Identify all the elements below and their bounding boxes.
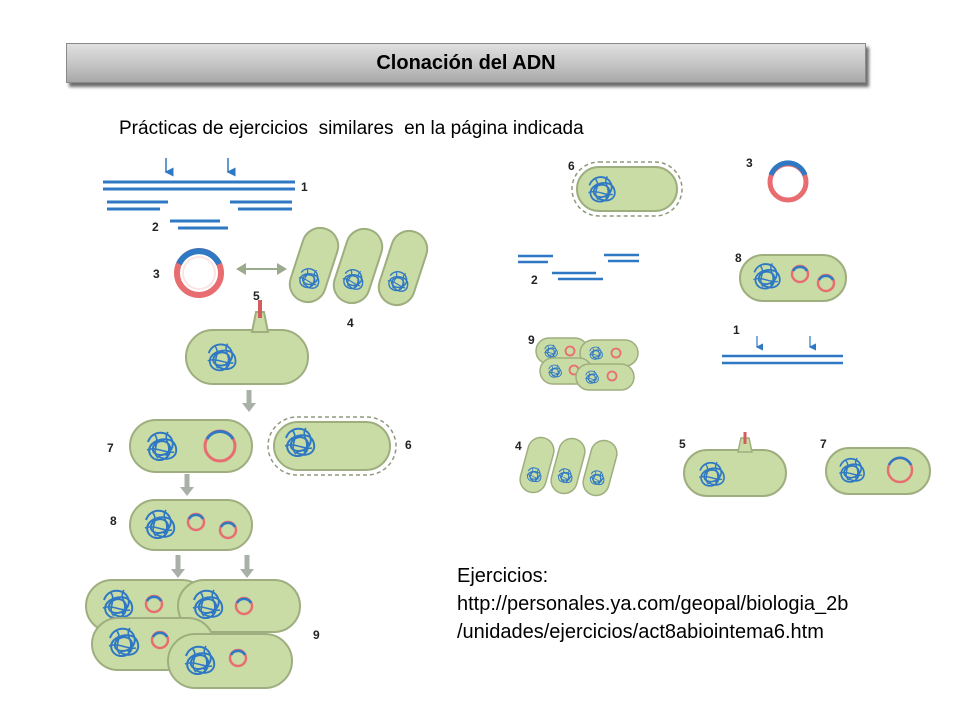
dna-fragments-2 [107, 200, 292, 230]
left-diagram: 1 2 3 4 5 6 7 8 9 [85, 158, 429, 689]
right-panel: 6 3 2 8 9 1 4 5 7 [515, 156, 931, 497]
dna-strand-1 [103, 158, 295, 191]
left-label-8: 8 [110, 514, 117, 528]
cell-5 [185, 300, 309, 385]
left-label-7: 7 [107, 441, 114, 455]
cell-6 [267, 416, 397, 476]
right-cell-6 [571, 161, 683, 217]
left-label-4: 4 [347, 316, 354, 330]
right-label-5: 5 [679, 437, 686, 451]
right-label-8: 8 [735, 251, 742, 265]
title-bar: Clonación del ADN [66, 43, 866, 83]
left-label-2: 2 [152, 220, 159, 234]
right-cells-4 [519, 436, 618, 497]
right-label-1: 1 [733, 323, 740, 337]
cell-7 [129, 419, 253, 473]
right-label-7: 7 [820, 437, 827, 451]
right-label-6: 6 [568, 159, 575, 173]
exercises-url-line2[interactable]: /unidades/ejercicios/act8abiointema6.htm [457, 621, 824, 643]
right-label-4: 4 [515, 439, 522, 453]
subtitle: Prácticas de ejercicios similares en la … [119, 118, 584, 139]
cells-4 [288, 226, 429, 307]
left-label-1: 1 [301, 180, 308, 194]
plasmid-3 [174, 248, 224, 298]
left-label-3: 3 [153, 267, 160, 281]
exercises-block: Ejercicios: http://personales.ya.com/geo… [457, 562, 848, 646]
right-fragments-2 [518, 253, 639, 281]
left-label-9: 9 [313, 628, 320, 642]
left-label-6: 6 [405, 438, 412, 452]
page-title: Clonación del ADN [376, 51, 556, 74]
exercises-url-line1[interactable]: http://personales.ya.com/geopal/biologia… [457, 593, 849, 615]
right-strand-1 [722, 336, 843, 365]
right-cell-7 [825, 447, 931, 495]
left-label-5: 5 [253, 289, 260, 303]
double-arrow [236, 263, 287, 275]
right-cell-8 [739, 254, 847, 302]
down-arrows [171, 390, 256, 578]
right-cells-9 [535, 337, 639, 391]
right-plasmid-3 [767, 160, 809, 203]
cells-9 [85, 579, 301, 689]
exercises-heading: Ejercicios: [457, 565, 549, 587]
right-cell-5 [683, 432, 787, 497]
right-label-2: 2 [531, 273, 538, 287]
right-label-9: 9 [528, 333, 535, 347]
right-label-3: 3 [746, 156, 753, 170]
cell-8 [129, 499, 253, 551]
